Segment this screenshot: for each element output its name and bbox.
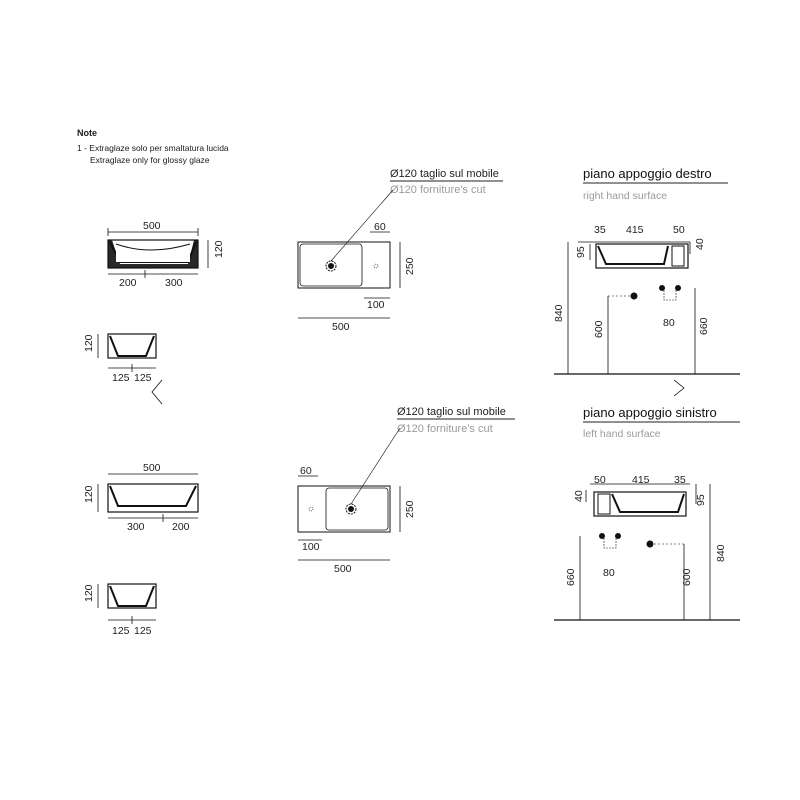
note-line-2: Extraglaze only for glossy glaze	[90, 155, 210, 165]
dim-plan-top-width: 500	[332, 321, 350, 333]
dim-elev-left-thick: 40	[573, 490, 585, 502]
plan-view-bottom	[297, 427, 401, 561]
dim-plan-bottom-edge: 60	[300, 465, 312, 477]
dim-elev-right-c: 50	[673, 224, 685, 236]
surface-left-title: piano appoggio sinistro	[583, 405, 717, 420]
dim-elev-left-b: 415	[632, 474, 650, 486]
dim-front-top-left: 200	[119, 277, 137, 289]
dim-plan-bottom-width: 500	[334, 563, 352, 575]
dim-front-bottom-right: 200	[172, 521, 190, 533]
callout-top-sub: Ø120 forniture's cut	[390, 184, 486, 196]
front-view-top	[107, 228, 209, 278]
dim-front-top-height: 120	[213, 240, 225, 258]
dim-front-bottom-width: 500	[143, 462, 161, 474]
dim-elev-left-top: 840	[715, 544, 727, 562]
dim-front-top-width: 500	[143, 220, 161, 232]
elevation-right	[554, 241, 740, 397]
surface-left-sub: left hand surface	[583, 428, 661, 440]
dim-side-top-right: 125	[134, 372, 152, 384]
dim-elev-left-supply: 660	[565, 568, 577, 586]
front-view-bottom	[97, 473, 199, 522]
dim-elev-right-b: 415	[626, 224, 644, 236]
plan-view-top	[297, 189, 401, 319]
dim-elev-right-a: 35	[594, 224, 606, 236]
dim-side-bottom-height: 120	[83, 584, 95, 602]
dim-plan-bottom-depth: 250	[404, 500, 416, 518]
dim-plan-top-edge: 60	[374, 221, 386, 233]
dim-elev-left-drain: 600	[681, 568, 693, 586]
callout-top-main: Ø120 taglio sul mobile	[390, 168, 499, 180]
surface-right-sub: right hand surface	[583, 190, 668, 202]
note-title: Note	[77, 128, 97, 138]
dim-elev-left-spacing: 80	[603, 567, 615, 579]
dim-elev-right-spacing: 80	[663, 317, 675, 329]
dim-front-bottom-height: 120	[83, 485, 95, 503]
callout-bottom-main: Ø120 taglio sul mobile	[397, 406, 506, 418]
dim-elev-left-rim: 95	[695, 494, 707, 506]
dim-side-top-left: 125	[112, 372, 130, 384]
dim-elev-right-rim: 95	[575, 246, 587, 258]
dim-elev-right-drain: 600	[593, 320, 605, 338]
dim-plan-top-hole: 100	[367, 299, 385, 311]
elevation-left	[554, 483, 740, 621]
dim-front-top-right: 300	[165, 277, 183, 289]
side-view-top	[97, 333, 163, 405]
callout-bottom-sub: Ø120 forniture's cut	[397, 423, 493, 435]
dim-elev-left-c: 35	[674, 474, 686, 486]
dim-side-bottom-left: 125	[112, 625, 130, 637]
dim-plan-top-depth: 250	[404, 257, 416, 275]
dim-elev-left-a: 50	[594, 474, 606, 486]
dim-elev-right-supply: 660	[698, 317, 710, 335]
side-view-bottom	[97, 583, 157, 624]
note-line-1: 1 - Extraglaze solo per smaltatura lucid…	[77, 143, 229, 153]
dim-elev-right-thick: 40	[694, 238, 706, 250]
dim-elev-right-top: 840	[553, 304, 565, 322]
dim-front-bottom-left: 300	[127, 521, 145, 533]
dim-plan-bottom-hole: 100	[302, 541, 320, 553]
surface-right-title: piano appoggio destro	[583, 166, 712, 181]
dim-side-top-height: 120	[83, 334, 95, 352]
dim-side-bottom-right: 125	[134, 625, 152, 637]
